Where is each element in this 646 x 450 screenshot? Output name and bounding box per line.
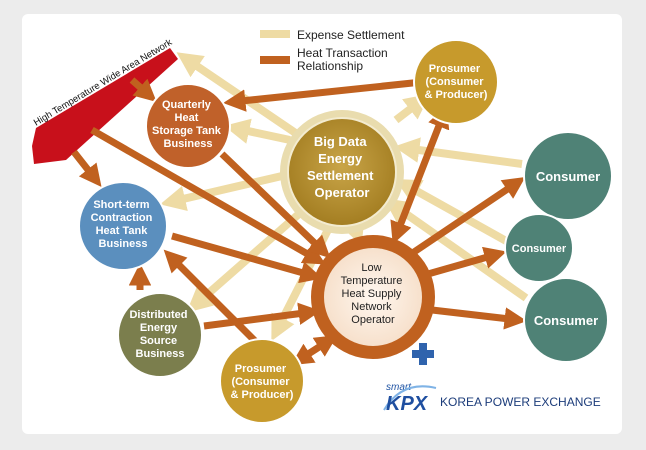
legend-heat-label-line2: Relationship — [297, 59, 363, 73]
node-label: Consumer — [536, 169, 600, 184]
svg-text:Big Data Energy Se: Big Data Energy Settlement Operator — [307, 134, 377, 200]
node-circle — [145, 83, 231, 169]
node-distributed-energy: Distributed Energy Source Business — [117, 292, 203, 378]
heat-arrow-network-to-quarterly — [129, 77, 157, 102]
node-circle — [287, 117, 397, 227]
node-label-line: Temperature — [341, 275, 403, 287]
node-consumer-3: Consumer — [523, 277, 609, 363]
node-circle — [413, 39, 499, 125]
diagram-card: Expense Settlement Heat Transaction Rela… — [22, 14, 622, 434]
node-short-term-heat-tank: Short-term Contraction Heat Tank Busines… — [78, 181, 168, 271]
kpx-swoosh-icon — [383, 385, 437, 411]
plus-icon — [412, 343, 434, 365]
node-label-line: Heat — [175, 112, 199, 124]
node-label-line: Settlement — [307, 168, 374, 183]
heat-arrow-network-to-low-temp — [90, 126, 326, 265]
heat-arrow-low-temp-to-consumer-3 — [431, 306, 527, 330]
kpx-logo: KPX — [386, 393, 429, 415]
heat-arrows — [71, 77, 527, 366]
kpx-smart-text: smart — [386, 382, 412, 393]
node-circle — [78, 181, 168, 271]
node-circle — [523, 131, 613, 221]
heat-arrow-distributed-to-low-temp — [203, 302, 321, 330]
node-prosumer-top: Prosumer (Consumer & Producer) — [413, 39, 499, 125]
kpx-name: KOREA POWER EXCHANGE — [440, 395, 601, 409]
node-label-line: Heat Supply — [342, 288, 402, 300]
heat-arrow-low-temp-to-consumer-1 — [412, 176, 526, 255]
node-quarterly-heat-storage: Quarterly Heat Storage Tank Business — [145, 83, 231, 169]
node-label-line: (Consumer — [231, 376, 290, 388]
node-label-line: & Producer) — [231, 389, 294, 401]
heat-arrow-prosumer-bottom-to-short-term — [163, 249, 261, 347]
node-label-line: Energy — [318, 151, 363, 166]
node-label-line: Network — [351, 301, 392, 313]
node-label-line: Low — [361, 262, 381, 274]
node-label-line: Big Data — [314, 134, 368, 149]
expense-arrow-to-quarterly — [223, 118, 291, 144]
heat-arrow-prosumer-top-low-temp — [390, 105, 450, 245]
node-label-line: & Producer) — [425, 89, 488, 101]
svg-text:Low Temperature He: Low Temperature Heat Supply Network Oper… — [341, 262, 406, 326]
svg-text:Quarterly Heat Sto: Quarterly Heat Storage Tank Business — [152, 99, 224, 150]
node-label-line: Prosumer — [235, 363, 287, 375]
heat-arrow-short-term-to-low-temp — [171, 232, 323, 284]
node-consumer-2: Consumer — [504, 213, 574, 283]
svg-text:Distributed Energy: Distributed Energy Source Business — [129, 309, 190, 360]
node-label-line: Distributed — [129, 309, 187, 321]
energy-market-diagram: Expense Settlement Heat Transaction Rela… — [32, 28, 613, 424]
node-label: Consumer — [512, 243, 567, 255]
node-label-line: Source — [140, 335, 177, 347]
heat-arrow-prosumer-bottom-low-temp — [290, 335, 338, 366]
node-label-line: Prosumer — [429, 63, 481, 75]
svg-text:Short-term Contraction: Short-term Contraction Heat Tank Busines… — [91, 199, 156, 250]
node-circle — [324, 248, 422, 346]
node-label-line: Quarterly — [162, 99, 212, 111]
node-big-data-settlement: Big Data Energy Settlement Operator — [280, 110, 404, 234]
node-label-line: Contraction — [91, 212, 153, 224]
svg-text:Prosumer (Consumer: Prosumer (Consumer & Producer) — [425, 63, 488, 101]
node-label-line: Business — [164, 138, 213, 150]
node-label: Consumer — [534, 313, 598, 328]
node-circle — [117, 292, 203, 378]
expense-arrow-from-consumer-2 — [395, 179, 510, 246]
heat-arrow-network-to-short-term — [71, 149, 102, 188]
node-label-line: Business — [136, 348, 185, 360]
kpx-brand: smart KPX KOREA POWER EXCHANGE — [383, 382, 601, 415]
legend-expense-label: Expense Settlement — [297, 28, 405, 42]
legend: Expense Settlement Heat Transaction Rela… — [260, 28, 405, 73]
heat-arrow-quarterly-to-low-temp — [219, 151, 331, 259]
node-low-temp-network: Low Temperature Heat Supply Network Oper… — [311, 235, 435, 359]
node-circle — [504, 213, 574, 283]
node-prosumer-bottom: Prosumer (Consumer & Producer) — [219, 338, 305, 424]
node-circle — [523, 277, 609, 363]
heat-arrow-low-temp-to-consumer-2 — [427, 246, 507, 278]
node-label-line: Short-term — [93, 199, 149, 211]
node-label-line: Energy — [140, 322, 178, 334]
network-wedge — [32, 48, 178, 164]
node-circle — [219, 338, 305, 424]
node-label-line: Heat Tank — [96, 225, 149, 237]
node-label-line: Storage Tank — [152, 125, 222, 137]
svg-text:Prosumer (Consumer: Prosumer (Consumer & Producer) — [231, 363, 294, 401]
node-label-line: Operator — [315, 185, 370, 200]
expense-arrow-to-short-term — [160, 172, 283, 211]
legend-heat-label-line1: Heat Transaction — [297, 46, 388, 60]
node-consumer-1: Consumer — [523, 131, 613, 221]
expense-arrow-to-prosumer-top — [393, 93, 431, 124]
node-label-line: Business — [99, 238, 148, 250]
heat-arrow-prosumer-to-quarterly — [223, 78, 423, 112]
node-label-line: Operator — [351, 314, 395, 326]
node-label-line: (Consumer — [425, 76, 484, 88]
